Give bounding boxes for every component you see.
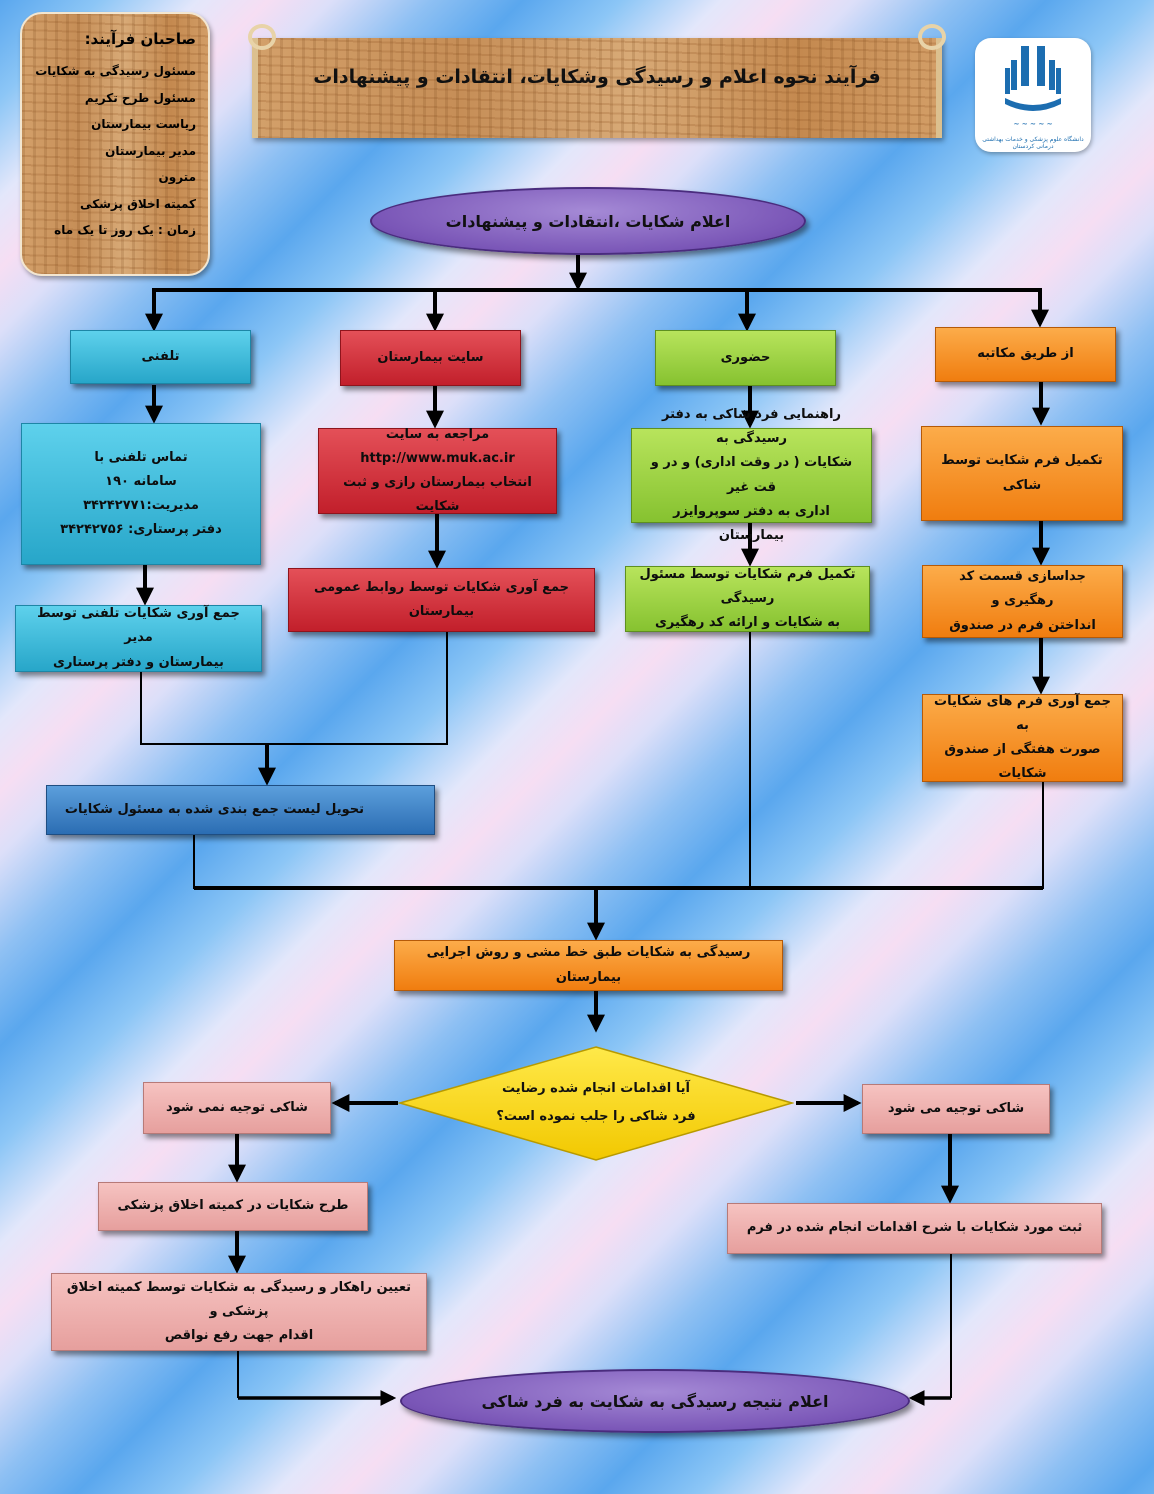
process-time: زمان : یک روز تا یک ماه <box>54 223 196 237</box>
process-owners-panel: صاحبان فرآیند: مسئول رسیدگی به شکایات مس… <box>20 12 210 276</box>
title-banner: فرآیند نحوه اعلام و رسیدگی وشکایات، انتق… <box>248 24 946 138</box>
in-person-form-line: به شکایات و ارائه کد رهگیری <box>654 615 841 631</box>
delivery-box: تحویل لیست جمع بندی شده به مسئول شکایات <box>46 785 435 835</box>
start-oval: اعلام شکایات ،انتقادات و پیشنهادات <box>370 187 806 255</box>
channel-phone: تلفنی <box>70 330 251 384</box>
ethics-resolution-box: تعیین راهکار و رسیدگی به شکایات توسط کمی… <box>51 1273 427 1351</box>
website-line: انتخاب بیمارستان رازی و ثبت شکایت <box>343 475 532 515</box>
justified-box: شاکی توجیه می شود <box>862 1084 1050 1134</box>
in-person-line: شکایات ( در وقت اداری) و در و قت غیر <box>650 455 853 495</box>
page-title: فرآیند نحوه اعلام و رسیدگی وشکایات، انتق… <box>313 66 881 88</box>
phone-collect-line: بیمارستان و دفتر پرستاری <box>53 654 224 670</box>
diamond-shape <box>398 1046 794 1161</box>
phone-contact-box: تماس تلفنی با سامانه ۱۹۰ مدیریت:۳۴۲۴۲۷۷۱… <box>21 423 261 565</box>
record-actions-box: ثبت مورد شکایات با شرح اقدامات انجام شده… <box>727 1203 1102 1254</box>
owners-heading: صاحبان فرآیند: <box>84 30 196 48</box>
phone-line: تماس تلفنی با <box>94 449 188 465</box>
decision-diamond: آیا اقدامات انجام شده رضایت فرد شاکی را … <box>398 1045 794 1162</box>
owner-item: مسئول رسیدگی به شکایات <box>35 64 196 78</box>
letter-collect-line: صورت هفتگی از صندوق شکایات <box>944 742 1101 782</box>
decision-question-line: فرد شاکی را جلب نموده است؟ <box>496 1109 696 1124</box>
website-visit-box: مراجعه به سایت http://www.muk.ac.ir انتخ… <box>318 427 557 514</box>
university-logo: ~ ~ ~ ~ ~ دانشگاه علوم پزشکی و خدمات بهد… <box>975 38 1091 152</box>
channel-website: سایت بیمارستان <box>340 330 521 386</box>
scroll-curl <box>248 24 276 50</box>
in-person-form-line: تکمیل فرم شکایات توسط مسئول رسیدگی <box>639 566 856 606</box>
letter-collect-line: جمع آوری فرم های شکایات به <box>934 693 1111 733</box>
owner-item: مترون <box>158 170 197 184</box>
in-person-guide-box: راهنمایی فرد شاکی به دفتر رسیدگی به شکای… <box>631 407 872 543</box>
letter-code-box: جداسازی قسمت کد رهگیری و انداختن فرم در … <box>922 565 1123 638</box>
in-person-form-box: تکمیل فرم شکایات توسط مسئول رسیدگی به شک… <box>625 566 870 632</box>
owner-item: مدیر بیمارستان <box>105 143 196 158</box>
end-oval: اعلام نتیجه رسیدگی به شکایت به فرد شاکی <box>400 1369 910 1433</box>
channel-letter: از طریق مکاتبه <box>935 327 1116 382</box>
decision-question-line: آیا اقدامات انجام شده رضایت <box>502 1081 690 1096</box>
website-collect-box: جمع آوری شکایات توسط روابط عمومی بیمارست… <box>288 568 595 632</box>
letter-collect-box: جمع آوری فرم های شکایات به صورت هفتگی از… <box>922 694 1123 782</box>
in-person-line: اداری به دفتر سوپروایزر بیمارستان <box>673 503 830 543</box>
letter-code-line: جداسازی قسمت کد رهگیری و <box>959 569 1086 609</box>
phone-line: دفتر پرستاری: ۳۴۲۴۲۷۵۶ <box>60 522 222 538</box>
not-justified-box: شاکی توجیه نمی شود <box>143 1082 331 1134</box>
ethics-committee-box: طرح شکایات در کمیته اخلاق پزشکی <box>98 1182 368 1231</box>
owner-item: ریاست بیمارستان <box>91 117 196 131</box>
letter-form-box: تکمیل فرم شکایت توسط شاکی <box>921 426 1123 521</box>
logo-icon: ~ ~ ~ ~ ~ <box>1005 46 1061 128</box>
phone-collect-line: جمع آوری شکایات تلفنی توسط مدیر <box>37 606 240 646</box>
website-line: مراجعه به سایت <box>385 426 490 442</box>
website-url: http://www.muk.ac.ir <box>360 450 515 466</box>
phone-collect-box: جمع آوری شکایات تلفنی توسط مدیر بیمارستا… <box>15 605 262 672</box>
letter-code-line: انداختن فرم در صندوق <box>949 617 1096 633</box>
scroll-curl <box>918 24 946 50</box>
channel-in-person: حضوری <box>655 330 836 386</box>
review-box: رسیدگی به شکایات طبق خط مشی و روش اجرایی… <box>394 940 783 991</box>
ethics-resolution-line: تعیین راهکار و رسیدگی به شکایات توسط کمی… <box>66 1279 412 1319</box>
in-person-line: راهنمایی فرد شاکی به دفتر رسیدگی به <box>662 407 841 447</box>
ethics-resolution-line: اقدام جهت رفع نواقص <box>164 1328 314 1344</box>
logo-caption: دانشگاه علوم پزشکی و خدمات بهداشتی درمان… <box>982 136 1084 150</box>
owner-item: کمیته اخلاق پزشکی <box>80 196 196 211</box>
phone-line: سامانه ۱۹۰ <box>105 473 177 489</box>
svg-text:~ ~ ~ ~ ~: ~ ~ ~ ~ ~ <box>1013 120 1052 128</box>
phone-line: مدیریت:۳۴۲۴۲۷۷۱ <box>83 498 199 513</box>
owner-item: مسئول طرح تکریم <box>84 90 196 105</box>
